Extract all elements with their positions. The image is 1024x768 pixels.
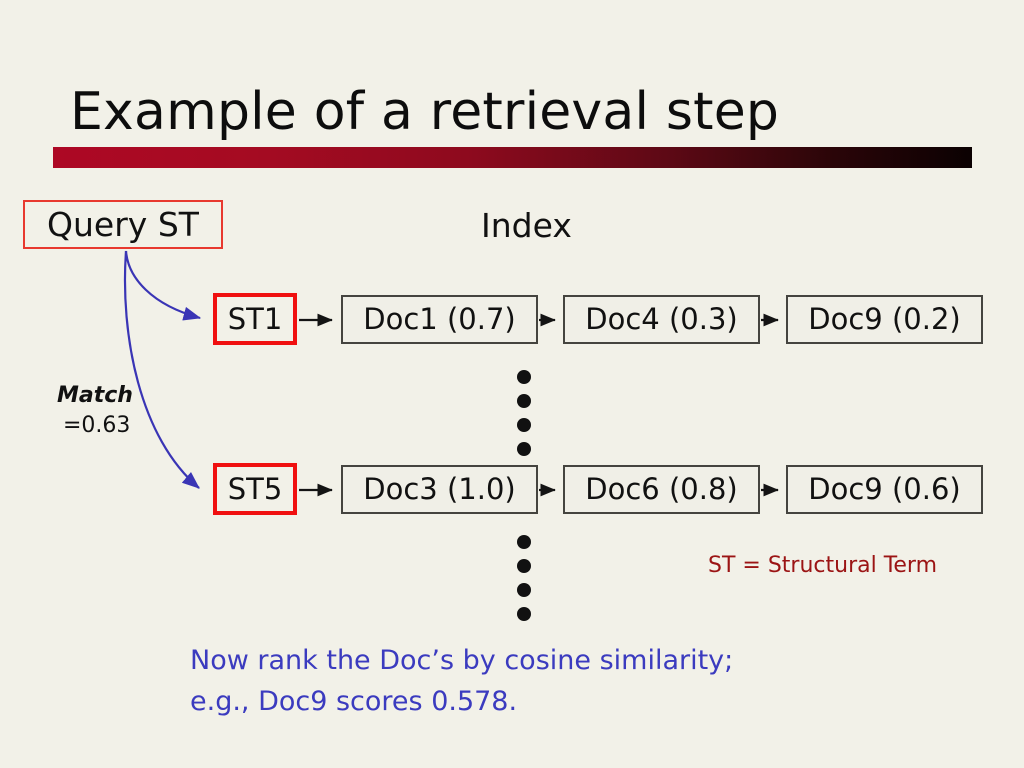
legend-note: ST = Structural Term	[708, 553, 938, 578]
doc-box-row1-col1[interactable]: Doc1 (0.7)	[341, 295, 538, 344]
page-title: Example of a retrieval step	[70, 82, 780, 142]
doc-box-row2-col3[interactable]: Doc9 (0.6)	[786, 465, 983, 514]
doc-label: Doc4 (0.3)	[585, 302, 738, 336]
caption-line-2: e.g., Doc9 scores 0.578.	[190, 686, 518, 717]
doc-label: Doc1 (0.7)	[363, 302, 516, 336]
doc-box-row2-col1[interactable]: Doc3 (1.0)	[341, 465, 538, 514]
st-box-st1[interactable]: ST1	[213, 293, 297, 345]
doc-label: Doc3 (1.0)	[363, 472, 516, 506]
doc-box-row2-col2[interactable]: Doc6 (0.8)	[563, 465, 760, 514]
match-value: =0.63	[63, 413, 131, 438]
match-word: Match	[57, 383, 133, 408]
summary-caption: Now rank the Doc’s by cosine similarity;…	[190, 640, 733, 722]
match-annotation: Match =0.63	[57, 381, 133, 441]
query-st-box[interactable]: Query ST	[23, 200, 223, 249]
doc-label: Doc9 (0.6)	[808, 472, 961, 506]
query-st-label: Query ST	[47, 205, 199, 244]
st-box-st5[interactable]: ST5	[213, 463, 297, 515]
doc-label: Doc9 (0.2)	[808, 302, 961, 336]
doc-box-row1-col3[interactable]: Doc9 (0.2)	[786, 295, 983, 344]
st-label: ST1	[227, 301, 283, 336]
curved-match-arrow-st5	[123, 250, 200, 489]
curved-match-arrow-st1	[124, 250, 202, 321]
title-underline-bar	[53, 147, 972, 168]
index-heading: Index	[481, 206, 572, 245]
doc-label: Doc6 (0.8)	[585, 472, 738, 506]
caption-line-1: Now rank the Doc’s by cosine similarity;	[190, 645, 734, 676]
doc-box-row1-col2[interactable]: Doc4 (0.3)	[563, 295, 760, 344]
st-label: ST5	[227, 471, 283, 506]
vertical-ellipsis-icon-upper	[515, 370, 533, 456]
vertical-ellipsis-icon-lower	[515, 535, 533, 621]
